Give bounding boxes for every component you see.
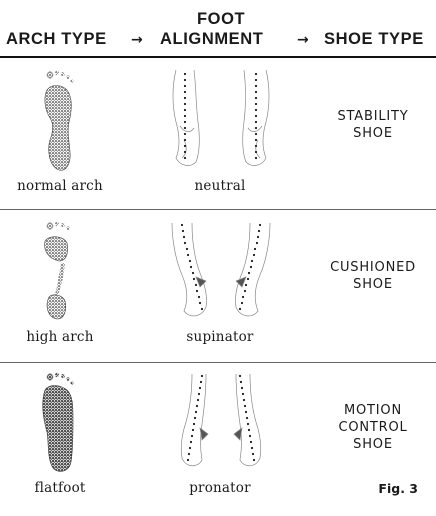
header-arrow-1: → bbox=[131, 32, 143, 48]
header-arch-type: ARCH TYPE bbox=[6, 30, 107, 49]
shoe-type-motion-control: MOTION CONTROL SHOE bbox=[314, 402, 432, 453]
header-arrow-2: → bbox=[297, 32, 309, 48]
header-foot-alignment-line1: FOOT bbox=[197, 10, 245, 29]
footprint-flatfoot-icon bbox=[37, 370, 97, 478]
shoe-line: SHOE bbox=[314, 276, 432, 293]
alignment-label-supinator: supinator bbox=[160, 329, 280, 345]
row-flatfoot: flatfoot pronator MOTION CONTROL SHOE bbox=[0, 366, 436, 516]
arch-label-flatfoot: flatfoot bbox=[0, 480, 120, 496]
row-divider bbox=[0, 362, 436, 363]
alignment-pronator-icon bbox=[166, 368, 276, 478]
shoe-line: SHOE bbox=[314, 125, 432, 142]
alignment-neutral-icon bbox=[166, 66, 276, 176]
alignment-supinator-icon bbox=[166, 217, 276, 327]
shoe-line: CUSHIONED bbox=[314, 259, 432, 276]
footprint-normal-arch-icon bbox=[37, 68, 97, 176]
header-divider bbox=[0, 56, 436, 58]
header-foot-alignment-line2: ALIGNMENT bbox=[160, 30, 263, 49]
shoe-type-cushioned: CUSHIONED SHOE bbox=[314, 259, 432, 293]
alignment-label-pronator: pronator bbox=[160, 480, 280, 496]
shoe-line: MOTION bbox=[314, 402, 432, 419]
shoe-line: STABILITY bbox=[314, 108, 432, 125]
shoe-line: CONTROL bbox=[314, 419, 432, 436]
figure-label: Fig. 3 bbox=[378, 481, 418, 496]
arch-label-normal: normal arch bbox=[0, 178, 120, 194]
header-shoe-type: SHOE TYPE bbox=[324, 30, 424, 49]
alignment-label-neutral: neutral bbox=[160, 178, 280, 194]
table-header: ARCH TYPE → FOOT ALIGNMENT → SHOE TYPE bbox=[0, 0, 436, 58]
arch-label-high: high arch bbox=[0, 329, 120, 345]
shoe-type-stability: STABILITY SHOE bbox=[314, 108, 432, 142]
row-divider bbox=[0, 209, 436, 210]
row-high-arch: high arch supinator CUSHIONED SHOE bbox=[0, 213, 436, 363]
shoe-line: SHOE bbox=[314, 436, 432, 453]
footprint-high-arch-icon bbox=[37, 219, 97, 327]
row-normal-arch: normal arch neutral STABILITY SHOE bbox=[0, 64, 436, 214]
